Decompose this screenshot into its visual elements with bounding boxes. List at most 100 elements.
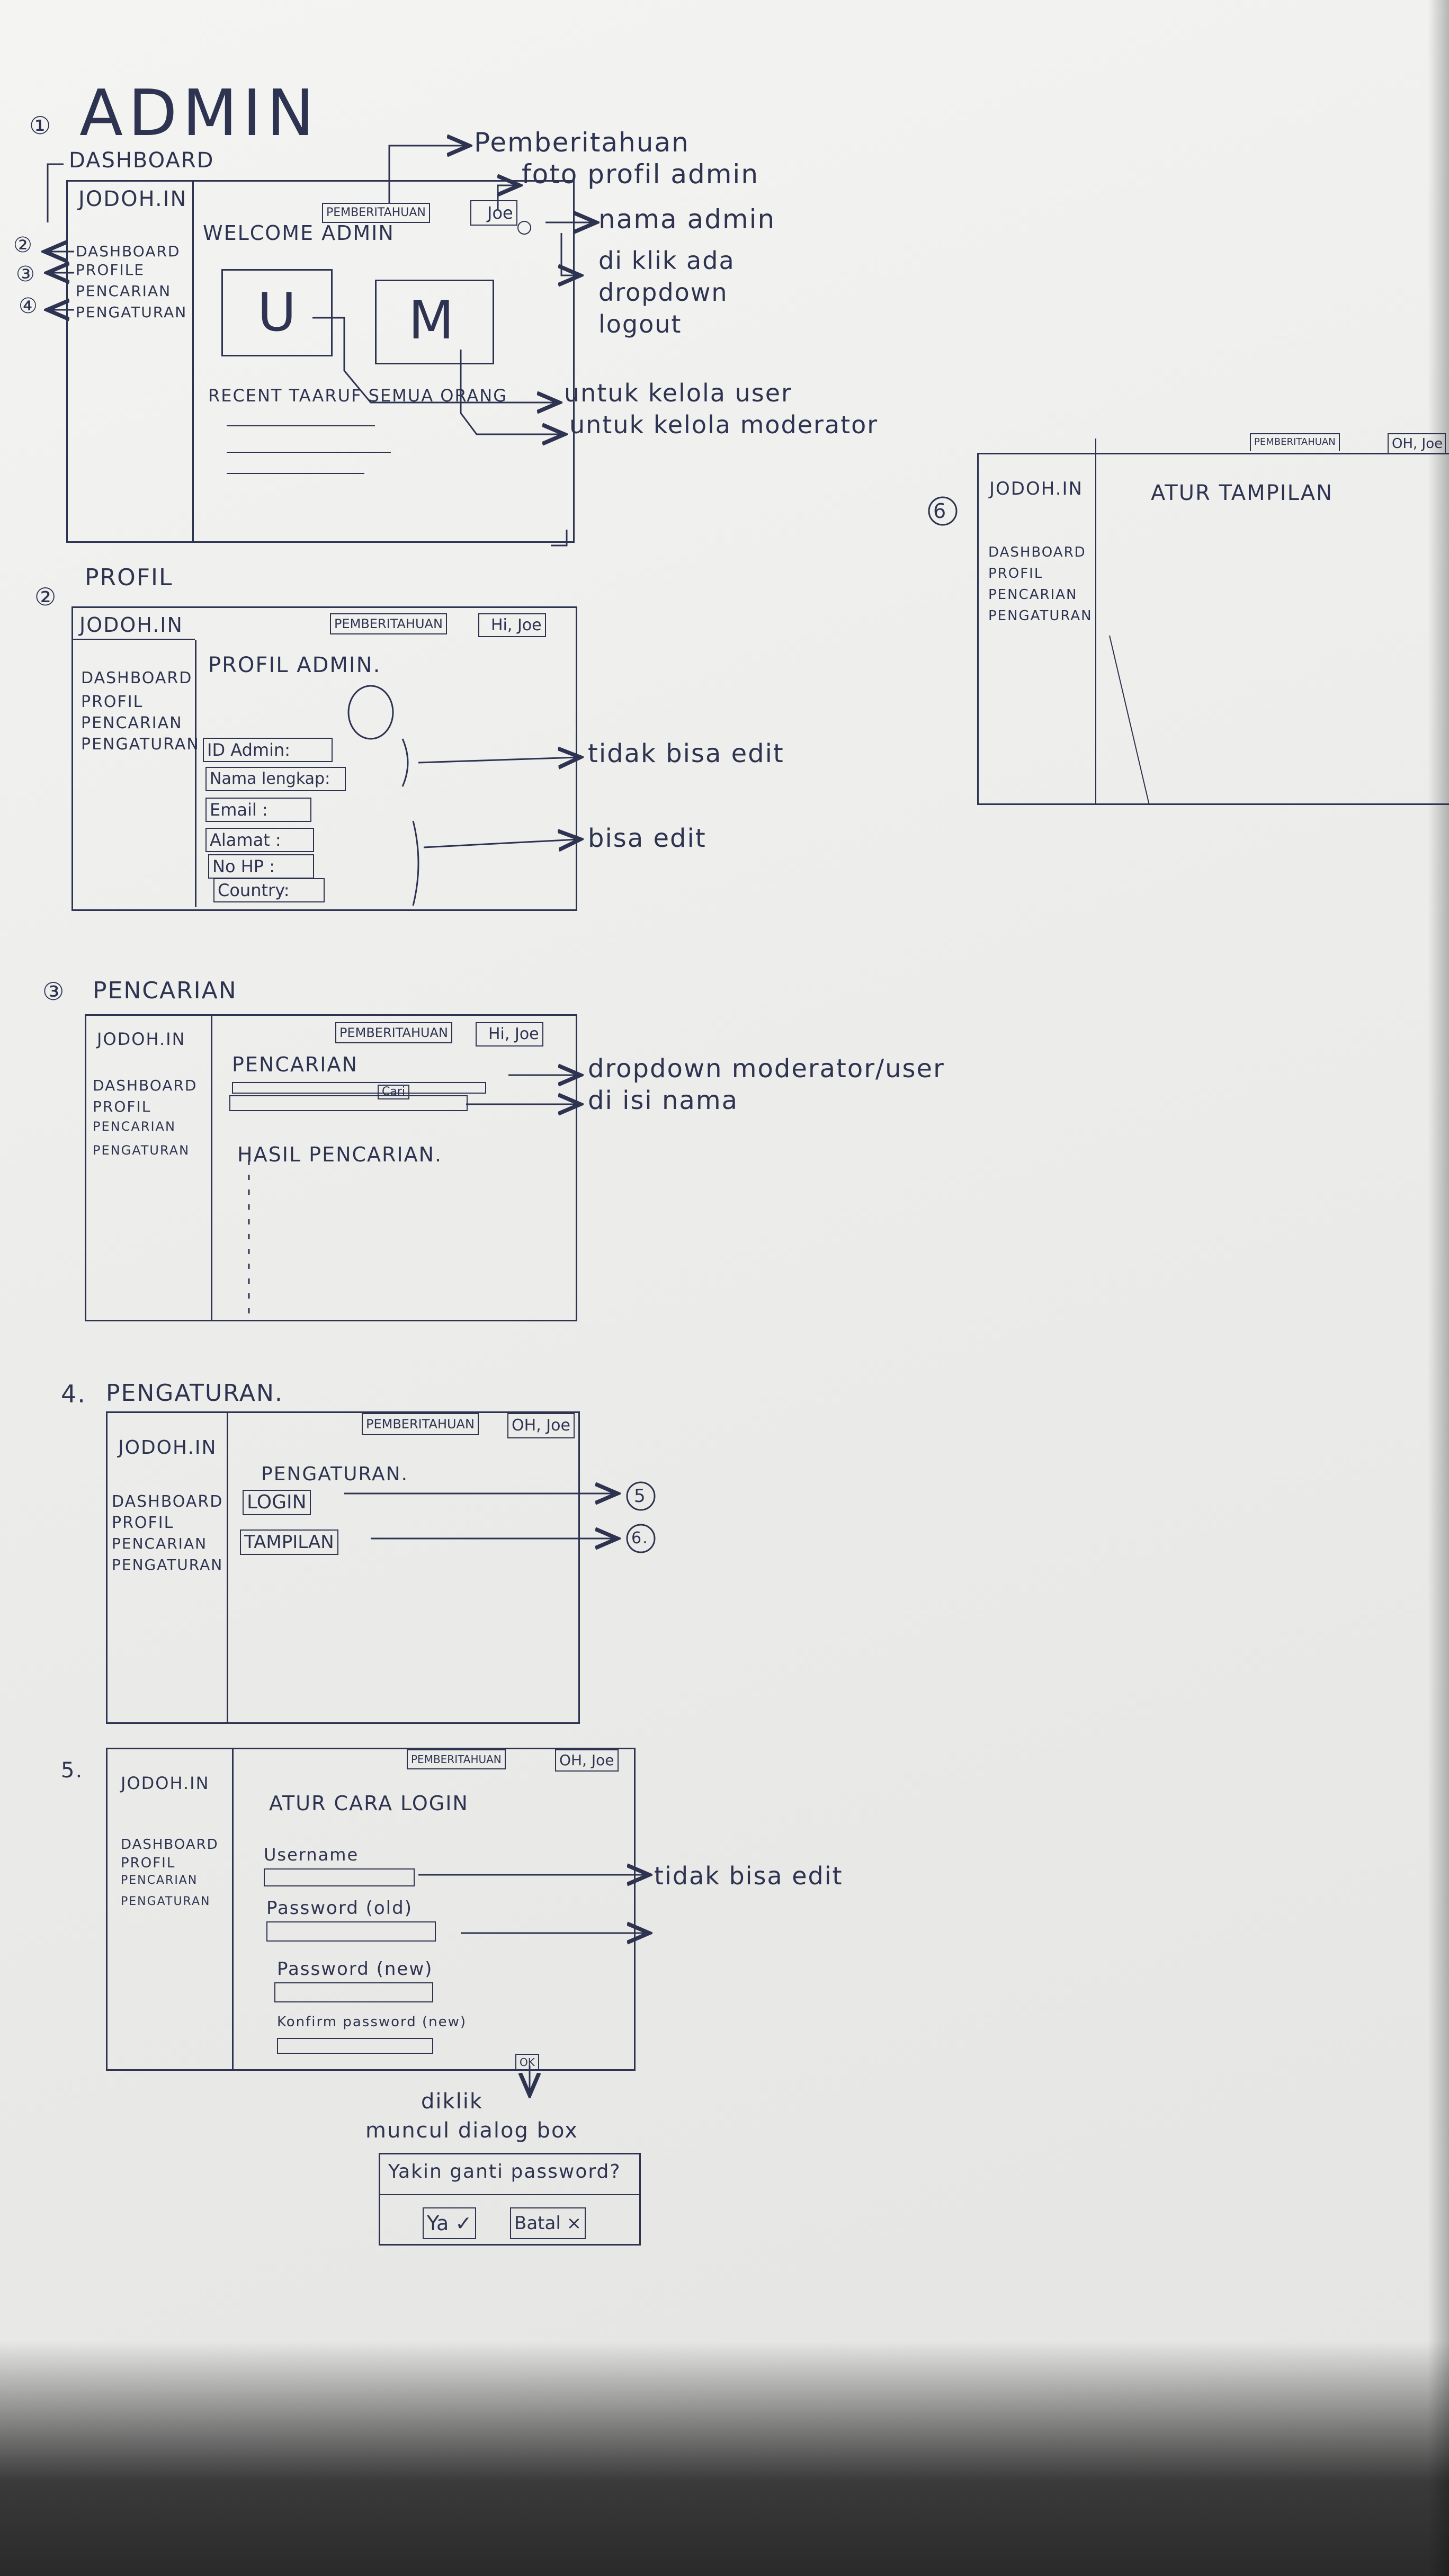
brand-logo[interactable]: JODOH.IN xyxy=(118,1437,217,1459)
field-email[interactable]: Email : xyxy=(205,798,311,822)
arrow-noedit xyxy=(418,757,577,763)
field-address[interactable]: Alamat : xyxy=(205,828,314,852)
search-page-title: PENCARIAN xyxy=(232,1053,358,1076)
ann-dropdown-1: di klik ada xyxy=(598,246,735,275)
brand-logo[interactable]: JODOH.IN xyxy=(989,478,1083,499)
nav-settings[interactable]: PENGATURAN xyxy=(112,1556,223,1573)
nav-settings[interactable]: PENGATURAN xyxy=(93,1143,190,1158)
brand-logo[interactable]: JODOH.IN xyxy=(79,613,183,637)
brace-edit xyxy=(412,820,419,906)
nav-dashboard[interactable]: DASHBOARD xyxy=(81,669,193,687)
profile-dropdown[interactable]: OH, Joe xyxy=(555,1749,619,1772)
nav-settings[interactable]: PENGATURAN xyxy=(76,303,187,321)
s6-number: 6 xyxy=(933,499,947,523)
nav-dashboard[interactable]: DASHBOARD xyxy=(988,544,1086,560)
dialog-yes-button[interactable]: Ya ✓ xyxy=(423,2207,477,2239)
arrow-user xyxy=(312,317,556,402)
profile-dropdown[interactable]: Hi, Joe xyxy=(476,1022,543,1046)
nav-settings[interactable]: PENGATURAN xyxy=(988,608,1093,624)
s2-number: ② xyxy=(34,583,58,611)
notification-button[interactable]: PEMBERITAHUAN xyxy=(330,613,447,634)
page-title-admin: ADMIN xyxy=(79,77,320,150)
page-edge-shadow xyxy=(1428,0,1449,2576)
nav-search[interactable]: PENCARIAN xyxy=(988,587,1078,603)
settings-display-option[interactable]: TAMPILAN xyxy=(240,1529,338,1555)
nav-dashboard[interactable]: DASHBOARD xyxy=(76,243,181,260)
table-surface xyxy=(0,2341,1449,2576)
line-display-stroke xyxy=(1109,635,1150,806)
placeholder-line xyxy=(227,452,391,453)
dialog-cancel-button[interactable]: Batal × xyxy=(510,2207,586,2239)
nav-search[interactable]: PENCARIAN xyxy=(112,1535,208,1552)
nav-dashboard[interactable]: DASHBOARD xyxy=(121,1837,219,1853)
wireframe-settings: JODOH.IN DASHBOARD PROFIL PENCARIAN PENG… xyxy=(106,1411,580,1724)
wireframe-login-settings: JODOH.IN DASHBOARD PROFIL PENCARIAN PENG… xyxy=(106,1748,636,2071)
username-input xyxy=(264,1868,415,1886)
ann-clicked: diklik xyxy=(421,2089,484,2114)
wireframe-dashboard: JODOH.IN DASHBOARD PROFILE PENCARIAN PEN… xyxy=(66,180,575,543)
nav-dashboard[interactable]: DASHBOARD xyxy=(93,1077,198,1094)
notification-button[interactable]: PEMBERITAHUAN xyxy=(362,1413,479,1435)
nav-search[interactable]: PENCARIAN xyxy=(93,1119,176,1134)
settings-page-title: PENGATURAN. xyxy=(261,1463,409,1485)
profile-dropdown[interactable]: Hi, Joe xyxy=(478,613,546,637)
notification-button[interactable]: PEMBERITAHUAN xyxy=(335,1022,452,1043)
notification-button[interactable]: PEMBERITAHUAN xyxy=(407,1749,506,1769)
notification-button[interactable]: PEMBERITAHUAN xyxy=(1250,433,1340,451)
s4-heading: PENGATURAN. xyxy=(106,1380,283,1407)
nav-settings[interactable]: PENGATURAN xyxy=(121,1895,211,1908)
placeholder-line xyxy=(227,473,364,474)
ann-admin-name: nama admin xyxy=(598,204,776,235)
brand-logo[interactable]: JODOH.IN xyxy=(97,1029,186,1049)
sidebar-divider xyxy=(195,640,196,907)
ok-button[interactable]: OK xyxy=(515,2054,539,2071)
new-password-input[interactable] xyxy=(274,1982,433,2002)
field-admin-id: ID Admin: xyxy=(203,738,333,762)
ann-notification: Pemberitahuan xyxy=(474,127,690,158)
profile-dropdown[interactable]: OH, Joe xyxy=(1388,433,1446,454)
nav-ref-3: ③ xyxy=(16,262,36,287)
line-nav-1 xyxy=(47,163,64,222)
profile-dropdown[interactable]: Joe xyxy=(470,200,517,226)
avatar-icon xyxy=(517,221,531,235)
nav-profile[interactable]: PROFIL xyxy=(121,1855,176,1871)
search-type-dropdown[interactable] xyxy=(232,1082,486,1094)
recent-taaruf-label: RECENT TAARUF SEMUA ORANG xyxy=(208,386,508,406)
confirm-password-input[interactable] xyxy=(277,2038,433,2054)
old-password-input[interactable] xyxy=(266,1921,436,1942)
brand-logo[interactable]: JODOH.IN xyxy=(121,1773,210,1793)
nav-profile[interactable]: PROFIL xyxy=(93,1098,151,1115)
nav-profile[interactable]: PROFIL xyxy=(81,693,144,711)
search-name-input[interactable] xyxy=(229,1095,468,1111)
nav-profile[interactable]: PROFIL xyxy=(988,566,1043,582)
ann-dropdown-2: dropdown xyxy=(598,278,728,307)
s1-heading: DASHBOARD xyxy=(69,148,214,173)
profile-dropdown[interactable]: OH, Joe xyxy=(507,1413,575,1438)
nav-search[interactable]: PENCARIAN xyxy=(121,1874,198,1887)
search-button[interactable]: Cari xyxy=(378,1085,409,1099)
tile-user-label: U xyxy=(257,281,298,343)
nav-search[interactable]: PENCARIAN xyxy=(76,282,172,300)
nav-dashboard[interactable]: DASHBOARD xyxy=(112,1492,223,1511)
nav-settings[interactable]: PENGATURAN xyxy=(81,735,200,754)
nav-profile[interactable]: PROFILE xyxy=(76,261,145,279)
nav-profile[interactable]: PROFIL xyxy=(112,1514,174,1532)
field-country[interactable]: Country: xyxy=(213,878,325,902)
nav-search[interactable]: PENCARIAN xyxy=(81,714,183,732)
brand-divider xyxy=(73,639,195,640)
ann-manage-moderator: untuk kelola moderator xyxy=(569,410,879,439)
dialog-question: Yakin ganti password? xyxy=(388,2161,621,2183)
ann-dropdown-3: logout xyxy=(598,310,682,338)
notification-button[interactable]: PEMBERITAHUAN xyxy=(322,203,430,223)
tile-moderator[interactable]: M xyxy=(375,280,494,364)
tile-user[interactable]: U xyxy=(221,269,333,356)
line-scroll xyxy=(551,530,568,547)
username-label: Username xyxy=(264,1845,359,1865)
s1-number: ① xyxy=(29,111,52,140)
field-phone[interactable]: No HP : xyxy=(208,854,314,879)
welcome-text: WELCOME ADMIN xyxy=(203,221,395,245)
ann-editable: bisa edit xyxy=(588,824,706,853)
arrow-edit xyxy=(423,839,577,847)
brand-logo[interactable]: JODOH.IN xyxy=(78,187,187,211)
settings-login-option[interactable]: LOGIN xyxy=(243,1490,311,1515)
